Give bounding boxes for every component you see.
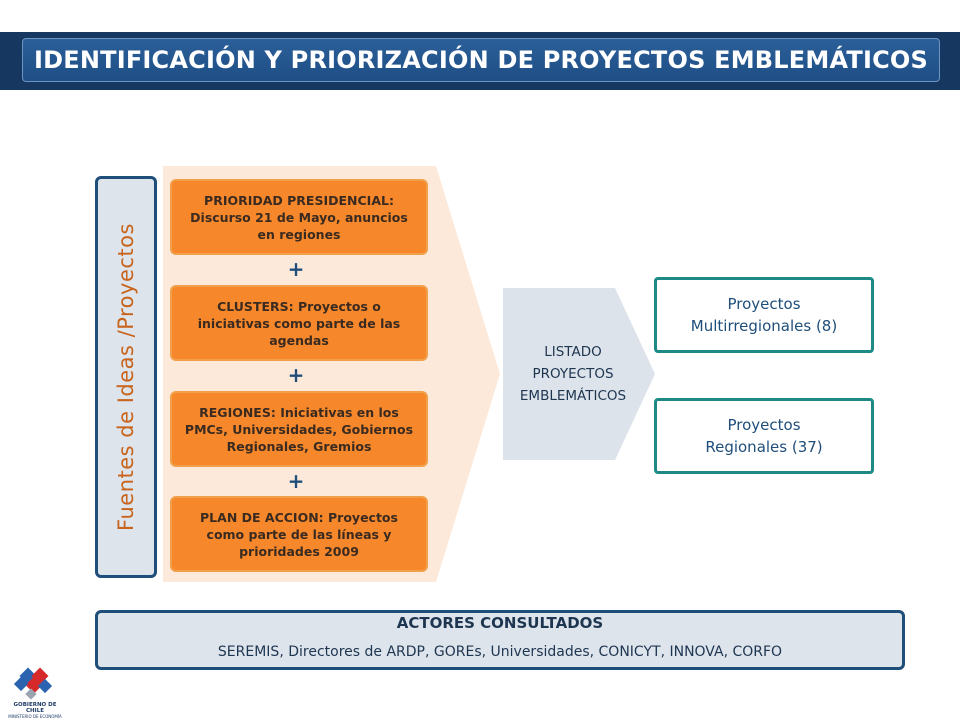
source-box-text: PLAN DE ACCION: Proyectos como parte de … <box>200 509 398 559</box>
output-box-regional: Proyectos Regionales (37) <box>654 398 874 474</box>
sources-label-text: Fuentes de Ideas /Proyectos <box>114 223 138 531</box>
source-box-text: REGIONES: Iniciativas en los PMCs, Unive… <box>184 404 414 454</box>
output-box-multiregional: Proyectos Multirregionales (8) <box>654 277 874 353</box>
actors-box <box>95 610 905 670</box>
list-chevron <box>503 288 655 460</box>
logo-line-1: GOBIERNO DE CHILE <box>13 702 57 714</box>
actors-title: ACTORES CONSULTADOS <box>396 614 604 632</box>
sources-frame <box>95 176 157 578</box>
sources-label: Fuentes de Ideas /Proyectos <box>95 176 157 578</box>
sources-chevron <box>163 166 500 582</box>
source-box-action-plan: PLAN DE ACCION: Proyectos como parte de … <box>170 496 428 572</box>
list-label-text: LISTADO PROYECTOS EMBLEMÁTICOS <box>519 344 627 404</box>
source-box-regions: REGIONES: Iniciativas en los PMCs, Unive… <box>170 391 428 467</box>
list-label: LISTADO PROYECTOS EMBLEMÁTICOS <box>503 288 643 460</box>
source-box-text: CLUSTERS: Proyectos o iniciativas como p… <box>197 298 401 348</box>
logo-text: GOBIERNO DE CHILE MINISTERIO DE ECONOMÍA <box>6 702 64 720</box>
plus-sign: + <box>287 469 305 493</box>
actors-text: SEREMIS, Directores de ARDP, GOREs, Univ… <box>217 644 783 660</box>
title-banner: IDENTIFICACIÓN Y PRIORIZACIÓN DE PROYECT… <box>22 38 940 82</box>
logo-line-2: MINISTERIO DE ECONOMÍA <box>8 714 62 719</box>
plus-sign: + <box>287 363 305 387</box>
page-title: IDENTIFICACIÓN Y PRIORIZACIÓN DE PROYECT… <box>34 46 928 74</box>
gobierno-logo-icon <box>13 667 53 700</box>
source-box-clusters: CLUSTERS: Proyectos o iniciativas como p… <box>170 285 428 361</box>
output-box-text: Proyectos Multirregionales (8) <box>690 295 838 335</box>
plus-sign: + <box>287 257 305 281</box>
source-box-text: PRIORIDAD PRESIDENCIAL: Discurso 21 de M… <box>190 192 408 242</box>
source-box-presidential: PRIORIDAD PRESIDENCIAL: Discurso 21 de M… <box>170 179 428 255</box>
output-box-text: Proyectos Regionales (37) <box>705 416 823 456</box>
